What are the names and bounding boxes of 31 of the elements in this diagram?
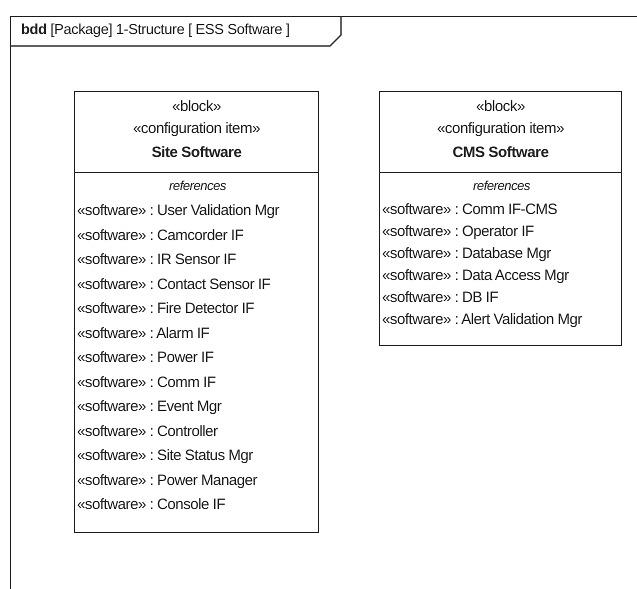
- property-text: «software» : Alarm IF: [77, 324, 210, 344]
- block-box: [379, 91, 622, 346]
- property-text: «software» : Power IF: [77, 348, 214, 368]
- property-text: «software» : Contact Sensor IF: [77, 274, 272, 294]
- block-name: Site Software: [150, 143, 242, 163]
- stereotype-text: «block»: [171, 97, 222, 117]
- stereotype-text: «configuration item»: [132, 119, 262, 139]
- block-box: [74, 91, 319, 532]
- stereotype-text: «configuration item»: [436, 119, 566, 139]
- property-text: «software» : Alert Validation Mgr: [382, 310, 584, 330]
- property-text: «software» : IR Sensor IF: [77, 250, 237, 270]
- property-text: «software» : User Validation Mgr: [77, 201, 280, 221]
- property-text: «software» : Controller: [77, 422, 219, 442]
- property-text: «software» : DB IF: [382, 288, 500, 308]
- property-text: «software» : Site Status Mgr: [77, 446, 254, 466]
- property-text: «software» : Camcorder IF: [77, 226, 244, 246]
- property-text: «software» : Event Mgr: [77, 397, 222, 417]
- property-text: «software» : Comm IF: [77, 372, 217, 392]
- property-text: «software» : Power Manager: [77, 470, 258, 490]
- frame-heading: bdd [Package] 1-Structure [ ESS Software ]: [21, 22, 290, 38]
- property-text: «software» : Database Mgr: [382, 244, 552, 264]
- property-text: «software» : Data Access Mgr: [382, 266, 570, 286]
- property-text: «software» : Console IF: [77, 495, 226, 515]
- compartment-title: references: [472, 177, 531, 195]
- property-text: «software» : Comm IF-CMS: [382, 200, 558, 220]
- stereotype-text: «block»: [475, 97, 526, 117]
- property-text: «software» : Operator IF: [382, 222, 535, 242]
- compartment-title: references: [168, 177, 227, 195]
- diagram-frame: [10, 16, 637, 589]
- property-text: «software» : Fire Detector IF: [77, 299, 256, 319]
- block-name: CMS Software: [451, 143, 550, 163]
